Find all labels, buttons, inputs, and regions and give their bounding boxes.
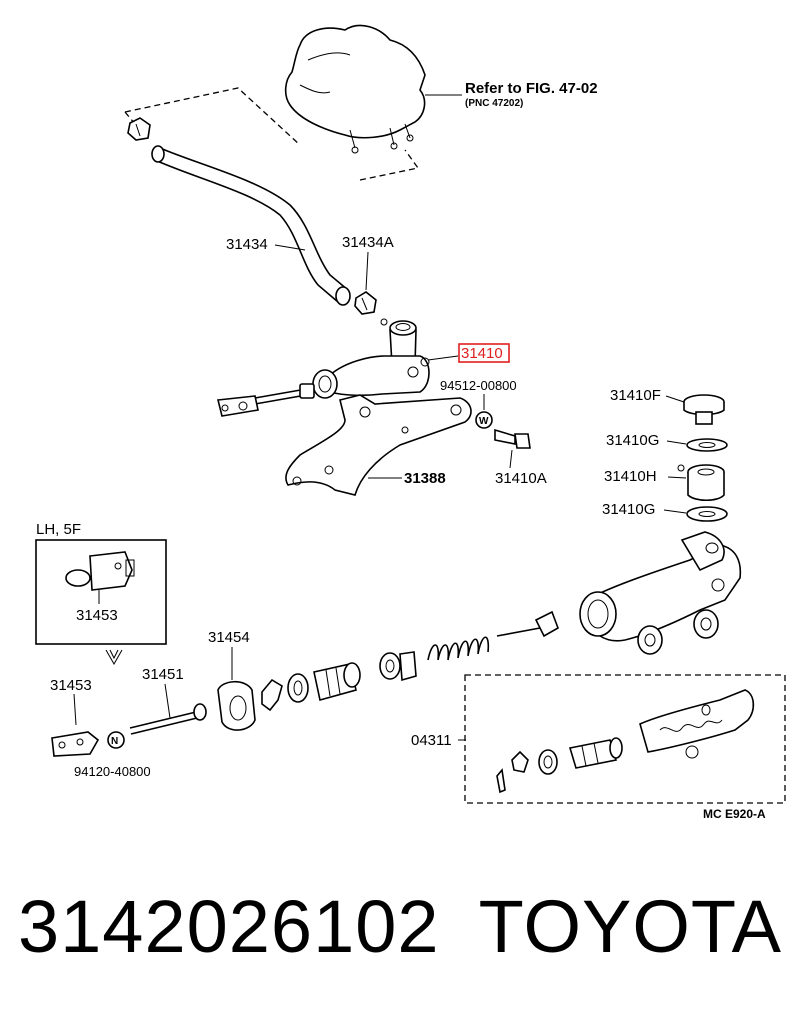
nut-n: N: [107, 731, 125, 749]
bolt-31410A: [494, 428, 531, 449]
inlet-valve-rod: [496, 610, 559, 638]
mark-n: N: [111, 736, 118, 747]
parts-diagram: Refer to FIG. 47-02 (PNC 47202) 31434 31…: [35, 24, 786, 821]
clevis-box-part: [65, 551, 135, 591]
mark-w: W: [479, 416, 489, 427]
hose-clamp-top: [127, 117, 151, 141]
label-94512-00800: 94512-00800: [440, 378, 517, 393]
stop-washer: [287, 673, 309, 703]
boot-31454: [217, 680, 256, 731]
gasket-bottom: [686, 506, 728, 522]
label-31410: 31410: [461, 345, 503, 362]
return-spring: [427, 636, 490, 661]
brand-name: TOYOTA: [478, 885, 782, 968]
label-31453-box: 31453: [76, 607, 118, 624]
clutch-hose: [151, 145, 351, 306]
label-lh-5f: LH, 5F: [36, 521, 81, 538]
reference-pnc-label: (PNC 47202): [465, 98, 523, 109]
repair-kit-box: [464, 674, 786, 804]
label-31410A: 31410A: [495, 470, 547, 487]
footer: 3142026102 TOYOTA: [18, 890, 788, 990]
label-31410G-bottom: 31410G: [602, 501, 655, 518]
gasket-top: [686, 438, 728, 452]
piston: [313, 662, 361, 701]
lh-5f-box: [35, 539, 167, 645]
clevis-31453: [51, 731, 100, 757]
arrow-down-icon: [105, 649, 123, 666]
kit-parts: [496, 689, 755, 794]
label-31410G-top: 31410G: [606, 432, 659, 449]
clutch-master-cylinder-assembly: [217, 318, 472, 496]
reference-label: Refer to FIG. 47-02: [465, 80, 598, 97]
reservoir-union: [677, 464, 725, 502]
label-31451: 31451: [142, 666, 184, 683]
hose-clip: [354, 291, 377, 315]
reservoir-cap: [683, 394, 725, 425]
label-31410F: 31410F: [610, 387, 661, 404]
label-31453: 31453: [50, 677, 92, 694]
washer-w: W: [475, 411, 493, 429]
push-rod-31451: [129, 703, 207, 735]
label-94120-40800: 94120-40800: [74, 764, 151, 779]
piston-cup: [379, 652, 401, 680]
cylinder-body: [579, 531, 742, 655]
diagram-code: MC E920-A: [703, 807, 766, 821]
transmission-housing: [284, 24, 462, 154]
snap-ring: [261, 678, 283, 712]
label-04311: 04311: [411, 732, 452, 749]
highlight-box-31410: [458, 343, 510, 363]
label-31388: 31388: [404, 470, 446, 487]
label-31454: 31454: [208, 629, 250, 646]
part-number: 3142026102: [18, 885, 440, 968]
label-31410H: 31410H: [604, 468, 657, 485]
label-31434: 31434: [226, 236, 268, 253]
label-31434A: 31434A: [342, 234, 394, 251]
spring-retainer: [399, 651, 417, 682]
